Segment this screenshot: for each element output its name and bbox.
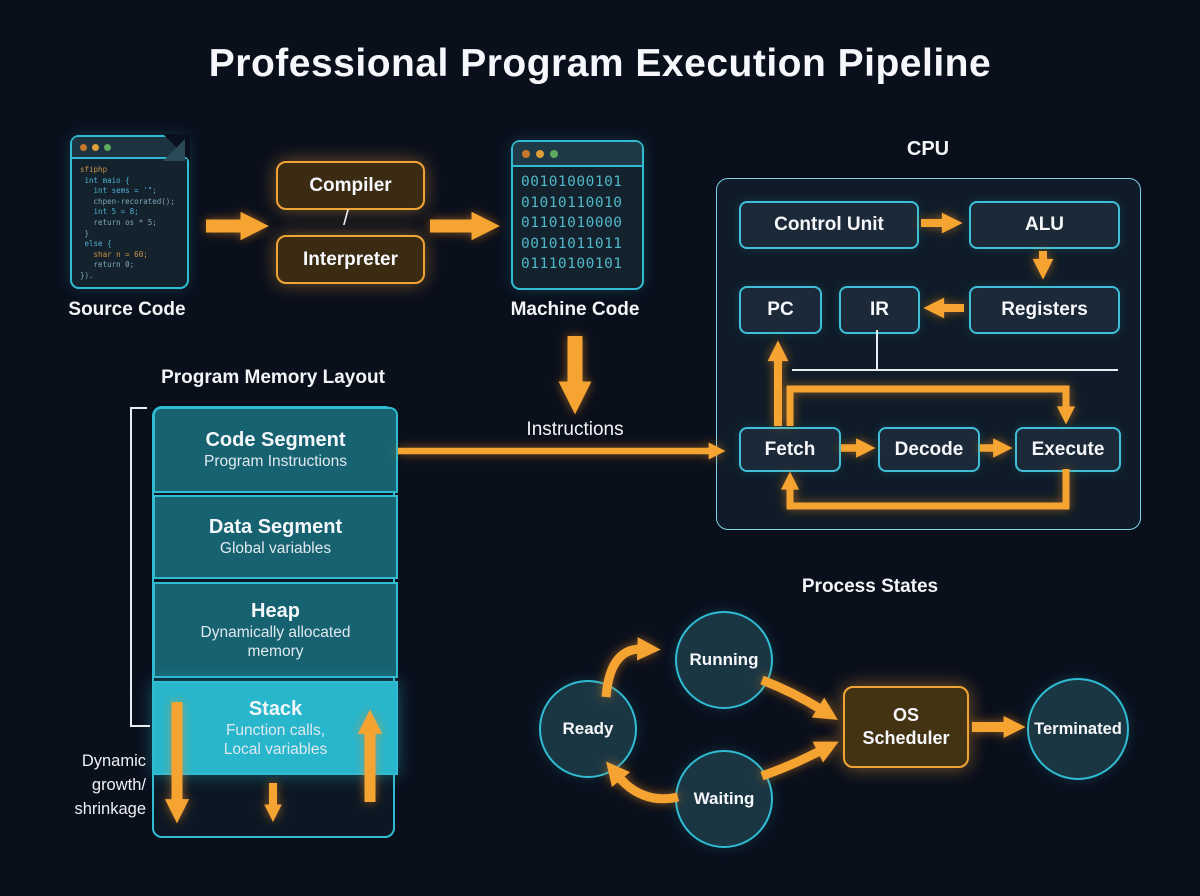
cpu-label: CPU — [906, 138, 950, 160]
window-dot-icon — [104, 143, 111, 151]
window-dot-icon — [92, 143, 99, 151]
source-code-label: Source Code — [68, 299, 186, 320]
arrow-waiting-to-scheduler — [760, 741, 839, 781]
window-dot-icon — [522, 149, 530, 158]
control-unit-box: Control Unit — [739, 201, 919, 249]
heap-segment: Heap Dynamically allocated memory — [153, 582, 398, 678]
data-segment: Data Segment Global variables — [153, 495, 398, 579]
arrow-running-to-scheduler — [760, 675, 838, 720]
window-dot-icon — [550, 149, 558, 158]
machine-code-label: Machine Code — [510, 299, 640, 320]
running-state: Running — [675, 611, 773, 709]
pc-box: PC — [739, 286, 822, 334]
compiler-box: Compiler — [276, 161, 425, 210]
memory-layout-title: Program Memory Layout — [161, 367, 385, 388]
alu-box: ALU — [969, 201, 1120, 249]
memory-bracket — [130, 407, 150, 727]
execute-box: Execute — [1015, 427, 1121, 472]
source-code-window: sfiphp int maio { int sems = '"; chpen-r… — [70, 134, 190, 289]
interpreter-box: Interpreter — [276, 235, 425, 284]
fetch-box: Fetch — [739, 427, 841, 472]
memory-layout-container: Code Segment Program Instructions Data S… — [152, 406, 398, 838]
waiting-state: Waiting — [675, 750, 773, 848]
decode-box: Decode — [878, 427, 980, 472]
arrow-waiting-to-ready — [606, 761, 680, 804]
folded-corner-icon — [163, 139, 185, 161]
os-scheduler-box: OS Scheduler — [843, 686, 969, 768]
instructions-label: Instructions — [526, 419, 624, 440]
registers-box: Registers — [969, 286, 1120, 334]
code-segment: Code Segment Program Instructions — [153, 407, 398, 493]
process-states-title: Process States — [801, 576, 939, 597]
ready-state: Ready — [539, 680, 637, 778]
stack-segment: Stack Function calls, Local variables — [153, 681, 398, 775]
ir-box: IR — [839, 286, 920, 334]
window-dot-icon — [536, 149, 544, 158]
window-titlebar — [72, 137, 187, 159]
terminated-state: Terminated — [1027, 678, 1129, 780]
page-title: Professional Program Execution Pipeline — [208, 42, 992, 85]
window-dot-icon — [80, 143, 87, 151]
window-titlebar — [513, 142, 642, 167]
compiler-interpreter-separator: / — [343, 207, 349, 230]
dynamic-growth-label: Dynamic growth/ shrinkage — [74, 752, 146, 818]
source-code-text: sfiphp int maio { int sems = '"; chpen-r… — [80, 165, 175, 280]
